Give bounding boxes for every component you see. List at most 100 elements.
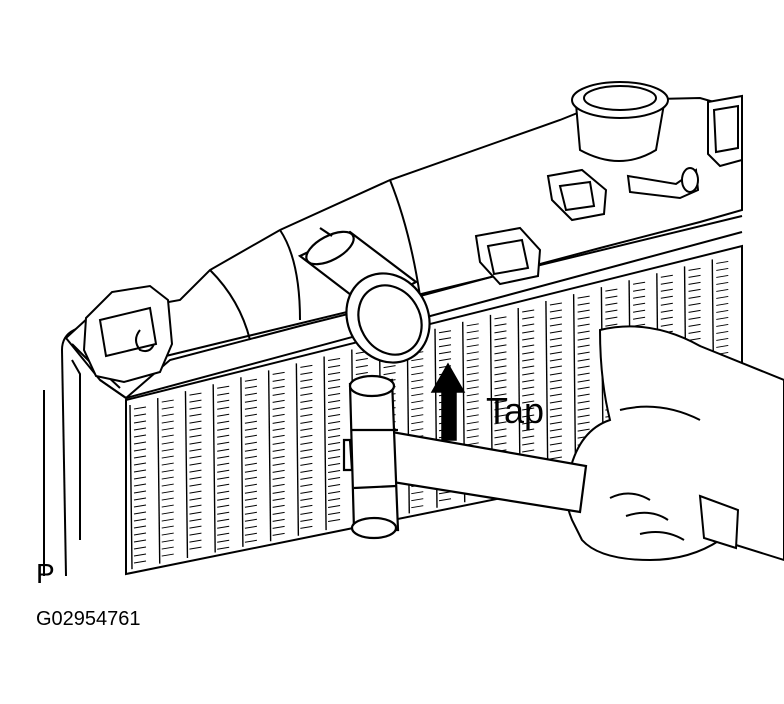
core-fin xyxy=(133,490,147,494)
core-fin xyxy=(716,267,729,271)
core-fin xyxy=(161,420,174,424)
core-fin xyxy=(300,434,313,438)
core-fin xyxy=(716,302,729,306)
core-fin xyxy=(716,295,729,299)
core-fin xyxy=(411,407,424,411)
core-fin xyxy=(522,344,535,348)
core-fin xyxy=(217,427,230,431)
core-fin xyxy=(133,476,147,480)
core-fin xyxy=(300,441,313,445)
core-fin xyxy=(549,372,562,376)
core-fin xyxy=(272,532,285,536)
tank-left-boss xyxy=(82,284,174,384)
core-fin xyxy=(328,378,341,382)
core-fin xyxy=(133,434,147,438)
core-fin xyxy=(438,351,452,355)
core-fin xyxy=(244,420,257,424)
core-fin xyxy=(217,483,230,487)
core-fin xyxy=(438,344,452,348)
core-fin xyxy=(133,504,147,508)
core-fin xyxy=(577,421,590,425)
core-fin xyxy=(244,455,257,459)
core-fin xyxy=(272,392,285,396)
core-fin xyxy=(716,344,729,348)
core-fin xyxy=(577,344,590,348)
core-fin xyxy=(272,490,285,494)
core-fin xyxy=(411,421,424,425)
core-fin xyxy=(383,365,396,369)
core-fin xyxy=(244,476,257,480)
core-fin xyxy=(217,455,230,459)
core-fin xyxy=(161,518,174,522)
core-fin xyxy=(411,386,424,390)
core-fin xyxy=(189,539,202,543)
core-fin xyxy=(466,414,479,418)
core-fin xyxy=(328,490,341,494)
core-fin xyxy=(411,400,424,404)
core-fin xyxy=(189,511,202,515)
core-fin xyxy=(522,358,535,362)
core-fin xyxy=(577,358,590,362)
core-fin xyxy=(716,323,729,327)
core-fin xyxy=(494,337,507,341)
core-fin xyxy=(244,469,257,473)
radiator-side-frame xyxy=(43,321,91,577)
core-fin xyxy=(300,497,313,501)
core-fin xyxy=(189,525,202,529)
core-fin xyxy=(272,525,285,529)
core-fin xyxy=(605,323,618,327)
core-fin xyxy=(688,302,701,306)
core-fin xyxy=(161,455,174,459)
core-fin xyxy=(272,413,285,417)
core-fin xyxy=(328,469,341,473)
core-fin xyxy=(244,504,257,508)
core-fin xyxy=(522,309,535,313)
core-fin xyxy=(522,435,535,439)
core-fin xyxy=(494,400,507,404)
core-fin xyxy=(217,434,230,438)
core-fin xyxy=(217,546,230,550)
core-fin xyxy=(577,295,590,299)
core-fin xyxy=(272,406,285,410)
core-fin xyxy=(244,497,257,501)
core-fin xyxy=(328,385,341,389)
core-tube xyxy=(323,356,327,531)
core-fin xyxy=(133,448,147,452)
core-fin xyxy=(549,302,562,306)
core-fin xyxy=(133,497,147,501)
core-fin xyxy=(328,434,341,438)
core-fin xyxy=(328,462,341,466)
core-fin xyxy=(355,372,368,376)
core-fin xyxy=(494,316,507,320)
right-bracket xyxy=(707,94,743,168)
core-fin xyxy=(133,462,147,466)
core-fin xyxy=(549,449,562,453)
core-fin xyxy=(328,497,341,501)
core-fin xyxy=(549,435,562,439)
core-fin xyxy=(328,406,341,410)
core-fin xyxy=(244,448,257,452)
core-fin xyxy=(411,414,424,418)
core-fin xyxy=(577,351,590,355)
core-fin xyxy=(189,497,202,501)
core-fin xyxy=(660,316,673,320)
core-fin xyxy=(133,483,147,487)
core-fin xyxy=(161,539,174,543)
core-fin xyxy=(217,497,230,501)
core-fin xyxy=(328,420,341,424)
core-fin xyxy=(244,385,257,389)
core-fin xyxy=(300,378,313,382)
core-fin xyxy=(189,434,202,438)
core-fin xyxy=(161,469,174,473)
core-fin xyxy=(272,378,285,382)
core-fin xyxy=(549,407,562,411)
core-fin xyxy=(328,441,341,445)
core-fin xyxy=(438,330,452,334)
core-fin xyxy=(633,309,646,313)
core-fin xyxy=(189,448,202,452)
core-fin xyxy=(189,441,202,445)
core-fin xyxy=(133,518,147,522)
core-fin xyxy=(244,525,257,529)
core-fin xyxy=(133,427,147,431)
core-tube xyxy=(267,370,272,542)
